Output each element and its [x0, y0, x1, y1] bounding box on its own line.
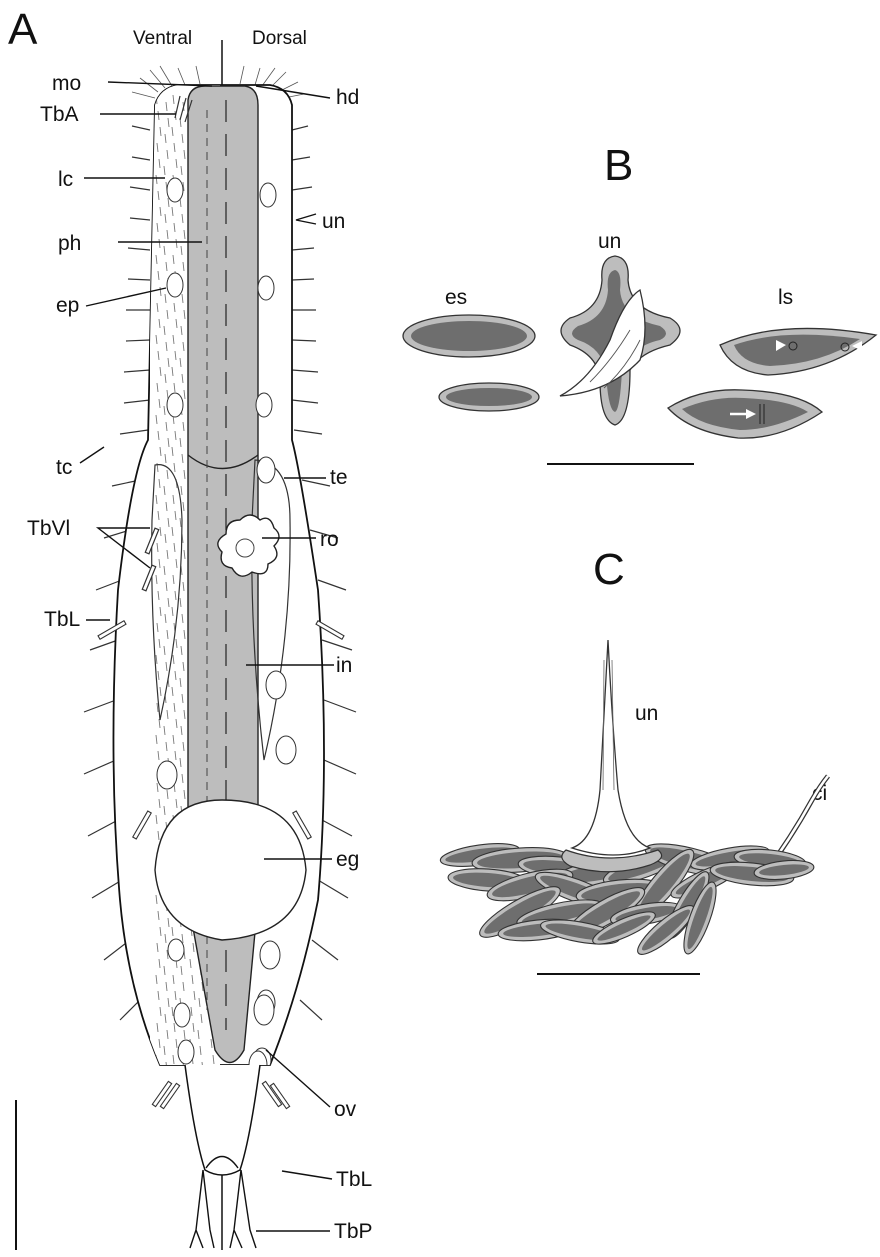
panel-a: A Ventral Dorsal [8, 5, 373, 1250]
spined-scale [560, 256, 680, 425]
label-tbp: TbP [334, 1220, 373, 1243]
label-lc: lc [58, 168, 73, 191]
label-tbvl: TbVl [27, 517, 70, 540]
label-tbl: TbL [44, 608, 80, 631]
label-hd: hd [336, 86, 359, 109]
label-un-b: un [598, 230, 621, 253]
label-ph: ph [58, 232, 81, 255]
label-un: un [322, 210, 345, 233]
ventral-label: Ventral [133, 28, 192, 49]
label-ov: ov [334, 1098, 357, 1121]
lanceolate-scales [668, 328, 876, 438]
label-ro: ro [320, 528, 339, 551]
elliptical-scales [403, 315, 539, 411]
panel-b: B es un ls [403, 141, 876, 464]
label-es: es [445, 286, 467, 309]
rosette-center [236, 539, 254, 557]
label-te: te [330, 466, 348, 489]
scale-cluster [439, 837, 815, 961]
label-un-c: un [635, 702, 658, 725]
dorsal-label: Dorsal [252, 28, 307, 49]
label-tba: TbA [40, 103, 79, 126]
label-eg: eg [336, 848, 359, 871]
caudal-region [185, 1065, 260, 1175]
panel-c: C un ci [439, 545, 828, 974]
label-tc: tc [56, 456, 72, 479]
label-ls: ls [778, 286, 793, 309]
panel-c-label: C [593, 545, 625, 594]
panel-b-label: B [604, 141, 633, 190]
uncinus-spine [572, 640, 650, 855]
label-ep: ep [56, 294, 79, 317]
label-in: in [336, 654, 352, 677]
label-mo: mo [52, 72, 81, 95]
panel-a-label: A [8, 5, 38, 54]
label-tbl-posterior: TbL [336, 1168, 372, 1191]
egg [155, 800, 306, 940]
